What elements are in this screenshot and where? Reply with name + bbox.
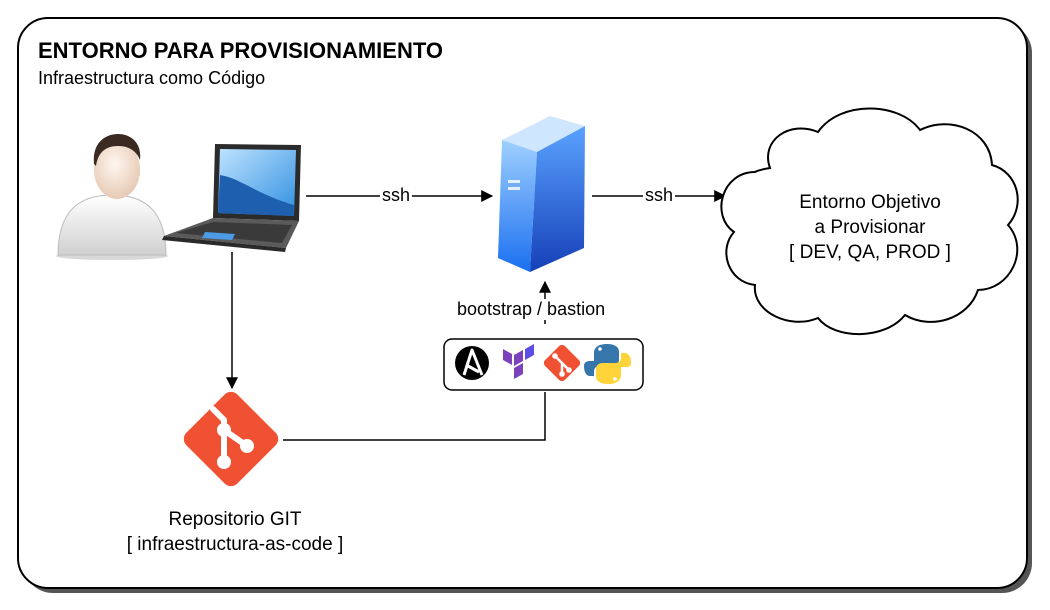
git-icon bbox=[543, 344, 581, 382]
server-icon bbox=[498, 116, 585, 272]
git-repo-icon bbox=[183, 391, 279, 487]
terraform-icon bbox=[503, 344, 534, 379]
page-subtitle: Infraestructura como Código bbox=[38, 68, 266, 88]
cloud-label: Entorno Objetivo a Provisionar [ DEV, QA… bbox=[740, 190, 1000, 265]
cloud-label-line1: Entorno Objetivo bbox=[799, 192, 941, 213]
ansible-icon bbox=[455, 346, 489, 380]
bastion-label: bootstrap / bastion bbox=[455, 299, 608, 320]
python-icon bbox=[584, 344, 631, 384]
edge-label-ssh-server: ssh bbox=[643, 185, 676, 206]
edge-repo-tools bbox=[283, 392, 546, 441]
laptop-icon bbox=[162, 144, 301, 252]
cloud-label-line3: [ DEV, QA, PROD ] bbox=[789, 242, 951, 263]
cloud-label-line2: a Provisionar bbox=[814, 217, 926, 238]
target-cloud bbox=[720, 107, 1019, 336]
tools-box bbox=[443, 338, 644, 391]
edge-label-ssh-laptop: ssh bbox=[380, 185, 413, 206]
repo-label-line2: [ infraestructura-as-code ] bbox=[126, 534, 344, 555]
repo-label: Repositorio GIT [ infraestructura-as-cod… bbox=[90, 507, 380, 557]
user-icon bbox=[56, 134, 168, 260]
repo-label-line1: Repositorio GIT bbox=[168, 509, 302, 530]
page-title: ENTORNO PARA PROVISIONAMIENTO bbox=[38, 38, 444, 63]
